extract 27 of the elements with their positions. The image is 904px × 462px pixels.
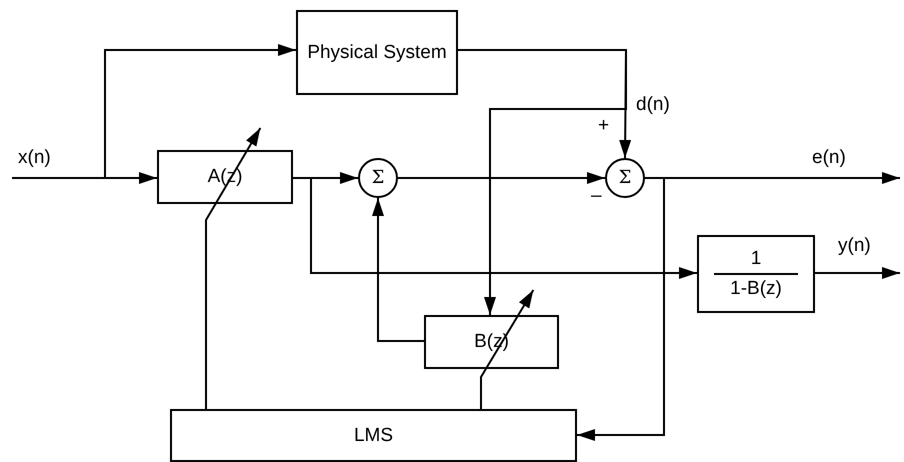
summing-junction (605, 158, 645, 198)
signal-arrow (398, 172, 605, 184)
box-label: LMS (354, 424, 394, 446)
sign-label: – (591, 186, 602, 205)
signal-arrow (815, 267, 900, 279)
signal-label: d(n) (636, 95, 670, 114)
denominator: 1-B(z) (730, 278, 782, 300)
signal-label: y(n) (838, 236, 871, 255)
summing-junction (358, 158, 398, 198)
sum-symbol: Σ (618, 168, 632, 188)
signal-label: x(n) (18, 148, 51, 167)
numerator: 1 (750, 248, 762, 270)
adaptation-arrow (480, 289, 534, 409)
filter-box (424, 315, 559, 369)
signal-arrow (372, 198, 424, 342)
signal-arrow (293, 177, 697, 279)
sign-label: + (598, 116, 610, 135)
box-label: Physical System (307, 42, 447, 64)
process-box (170, 409, 577, 462)
signal-label: e(n) (812, 148, 846, 167)
filter-box (157, 150, 293, 204)
signal-arrow (12, 44, 296, 179)
adaptation-arrow (205, 128, 262, 409)
transfer-function-box (697, 235, 815, 313)
signal-arrow (577, 177, 665, 441)
sum-symbol: Σ (372, 168, 384, 188)
process-box (296, 10, 458, 95)
